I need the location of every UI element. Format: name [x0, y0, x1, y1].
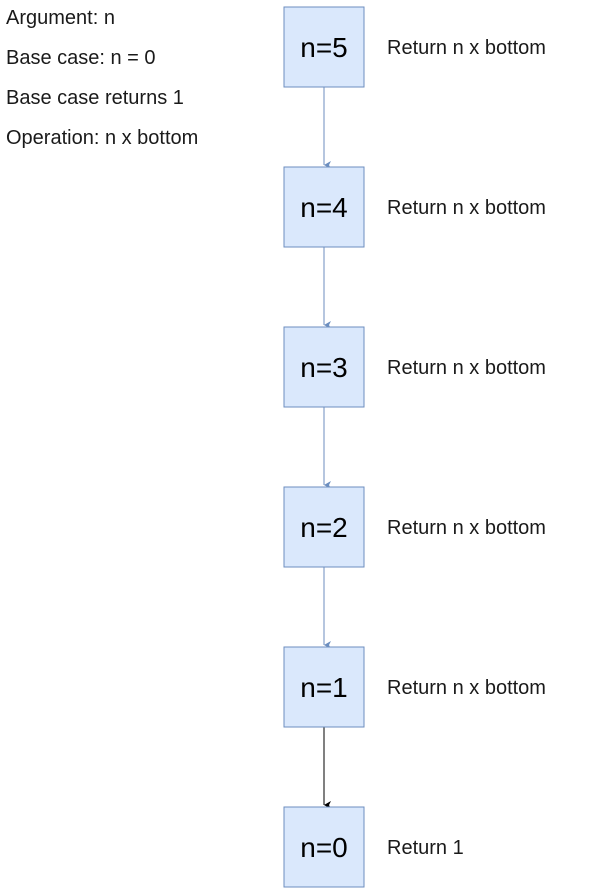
- return-label: Return n x bottom: [387, 37, 546, 59]
- return-label: Return 1: [387, 837, 464, 859]
- node-n4: n=4 Return n x bottom: [283, 166, 546, 248]
- node-box: [283, 326, 365, 408]
- return-label: Return n x bottom: [387, 677, 546, 699]
- node-box: [283, 6, 365, 88]
- node-box: [283, 486, 365, 568]
- info-argument: Argument: n: [6, 7, 115, 29]
- return-label: Return n x bottom: [387, 517, 546, 539]
- node-label: n=0: [300, 832, 348, 863]
- return-label: Return n x bottom: [387, 197, 546, 219]
- info-operation: Operation: n x bottom: [6, 127, 198, 149]
- node-n1: n=1 Return n x bottom: [283, 646, 546, 728]
- return-label: Return n x bottom: [387, 357, 546, 379]
- node-box: [283, 806, 365, 888]
- node-label: n=3: [300, 352, 348, 383]
- info-base-case-returns: Base case returns 1: [6, 87, 184, 109]
- node-n5: n=5 Return n x bottom: [283, 6, 546, 88]
- node-label: n=4: [300, 192, 348, 223]
- node-n0: n=0 Return 1: [283, 806, 464, 888]
- node-n3: n=3 Return n x bottom: [283, 326, 546, 408]
- node-n2: n=2 Return n x bottom: [283, 486, 546, 568]
- info-base-case: Base case: n = 0: [6, 47, 156, 69]
- node-label: n=5: [300, 32, 348, 63]
- info-block: Argument: n Base case: n = 0 Base case r…: [6, 7, 198, 149]
- node-box: [283, 166, 365, 248]
- node-label: n=1: [300, 672, 348, 703]
- node-box: [283, 646, 365, 728]
- node-label: n=2: [300, 512, 348, 543]
